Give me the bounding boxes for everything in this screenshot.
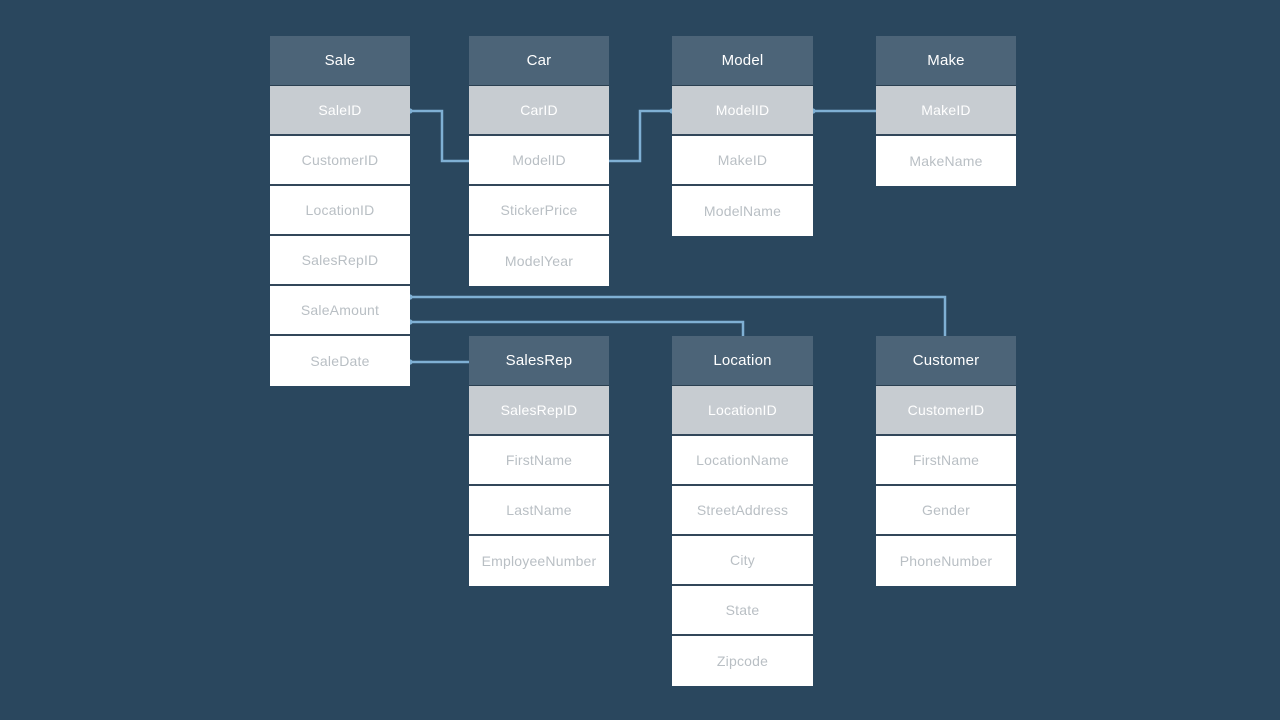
entity-field-sale-customerid[interactable]: CustomerID	[270, 136, 410, 186]
entity-field-location-locationid[interactable]: LocationID	[672, 386, 813, 436]
entity-field-sale-locationid[interactable]: LocationID	[270, 186, 410, 236]
entity-header-make: Make	[876, 36, 1016, 86]
entity-field-salesrep-firstname[interactable]: FirstName	[469, 436, 609, 486]
entity-header-customer: Customer	[876, 336, 1016, 386]
entity-field-customer-customerid[interactable]: CustomerID	[876, 386, 1016, 436]
entity-field-location-streetaddress[interactable]: StreetAddress	[672, 486, 813, 536]
entity-field-model-modelid[interactable]: ModelID	[672, 86, 813, 136]
entity-field-car-stickerprice[interactable]: StickerPrice	[469, 186, 609, 236]
entity-header-sale: Sale	[270, 36, 410, 86]
entity-header-salesrep: SalesRep	[469, 336, 609, 386]
entity-field-car-carid[interactable]: CarID	[469, 86, 609, 136]
entity-field-model-makeid[interactable]: MakeID	[672, 136, 813, 186]
entity-field-sale-salesrepid[interactable]: SalesRepID	[270, 236, 410, 286]
entity-field-location-state[interactable]: State	[672, 586, 813, 636]
entity-field-salesrep-employeenumber[interactable]: EmployeeNumber	[469, 536, 609, 586]
entity-header-car: Car	[469, 36, 609, 86]
entity-field-sale-saleid[interactable]: SaleID	[270, 86, 410, 136]
entity-field-make-makeid[interactable]: MakeID	[876, 86, 1016, 136]
relationship-line-car-modelid-to-sale-saleid	[410, 109, 469, 163]
entity-field-salesrep-salesrepid[interactable]: SalesRepID	[469, 386, 609, 436]
relationship-line-sale-locationid-to-location	[410, 320, 745, 336]
entity-field-sale-saleamount[interactable]: SaleAmount	[270, 286, 410, 336]
entity-field-location-zipcode[interactable]: Zipcode	[672, 636, 813, 686]
relationship-line-car-modelid-to-model-modelid	[609, 109, 672, 163]
entity-field-make-makename[interactable]: MakeName	[876, 136, 1016, 186]
entity-field-salesrep-lastname[interactable]: LastName	[469, 486, 609, 536]
entity-header-model: Model	[672, 36, 813, 86]
entity-field-car-modelid[interactable]: ModelID	[469, 136, 609, 186]
entity-field-car-modelyear[interactable]: ModelYear	[469, 236, 609, 286]
entity-field-model-modelname[interactable]: ModelName	[672, 186, 813, 236]
entity-field-sale-saledate[interactable]: SaleDate	[270, 336, 410, 386]
entity-header-location: Location	[672, 336, 813, 386]
relationship-line-sale-customerid-to-customer	[410, 295, 947, 336]
entity-field-customer-phonenumber[interactable]: PhoneNumber	[876, 536, 1016, 586]
entity-field-location-locationname[interactable]: LocationName	[672, 436, 813, 486]
entity-field-customer-firstname[interactable]: FirstName	[876, 436, 1016, 486]
entity-field-customer-gender[interactable]: Gender	[876, 486, 1016, 536]
entity-field-location-city[interactable]: City	[672, 536, 813, 586]
